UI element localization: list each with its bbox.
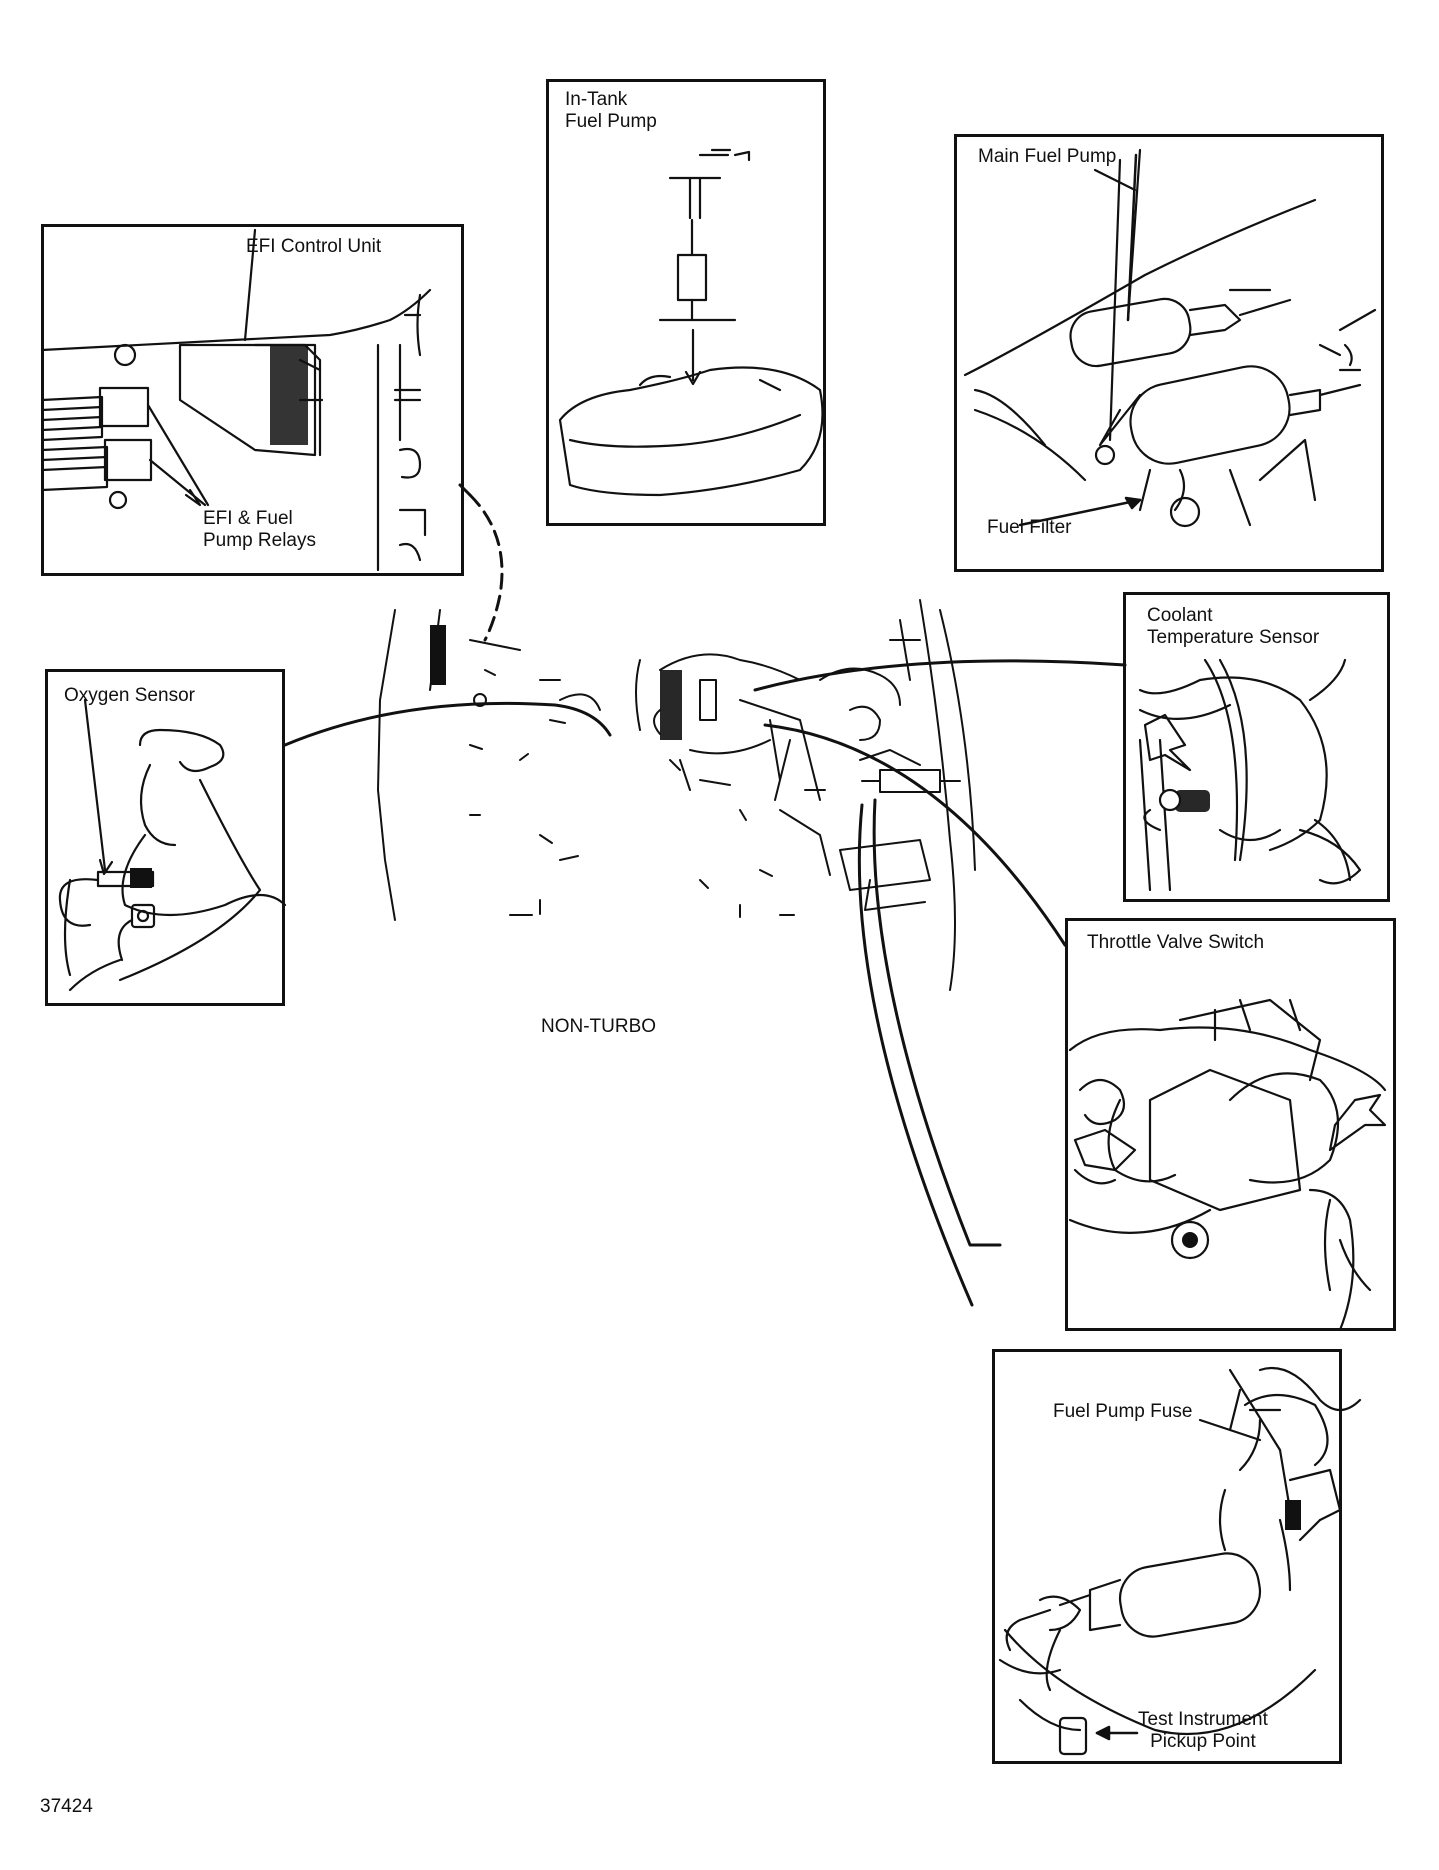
throttle-valve-switch-panel [1065,918,1396,1331]
main-pump-panel-art [963,148,1377,528]
throttle-valve-switch-label: Throttle Valve Switch [1087,932,1265,953]
fuse-panel-art [998,1366,1362,1756]
in-tank-panel-art [558,148,824,497]
main-fuel-pump-label: Main Fuel Pump [978,146,1117,167]
test-instrument-pickup-label: Test Instrument Pickup Point [1138,1709,1268,1752]
oxygen-sensor-label: Oxygen Sensor [64,685,195,706]
fuel-pump-fuse-panel [992,1349,1342,1764]
coolant-panel-art [1138,658,1362,892]
coolant-sensor-label: Coolant Temperature Sensor [1147,605,1320,648]
oxygen-panel-art [58,698,287,992]
efi-panel-art [40,228,432,572]
figure-number: 37424 [40,1796,93,1817]
fuel-filter-label: Fuel Filter [987,517,1072,538]
fuel-pump-fuse-label: Fuel Pump Fuse [1053,1401,1193,1422]
callout-arrows [1018,153,1142,1741]
in-tank-fuel-pump-label: In-Tank Fuel Pump [565,89,657,132]
efi-relays-label: EFI & Fuel Pump Relays [203,508,316,551]
leader-lines [283,483,1127,1307]
throttle-panel-art [1068,998,1387,1332]
in-tank-fuel-pump-panel [546,79,826,526]
efi-control-unit-panel [41,224,464,576]
coolant-sensor-panel [1123,592,1390,902]
main-fuel-pump-panel [954,134,1384,572]
non-turbo-label: NON-TURBO [541,1016,657,1037]
efi-control-unit-label: EFI Control Unit [246,236,382,257]
engine-bay-sketch [377,599,976,991]
oxygen-sensor-panel [45,669,285,1006]
